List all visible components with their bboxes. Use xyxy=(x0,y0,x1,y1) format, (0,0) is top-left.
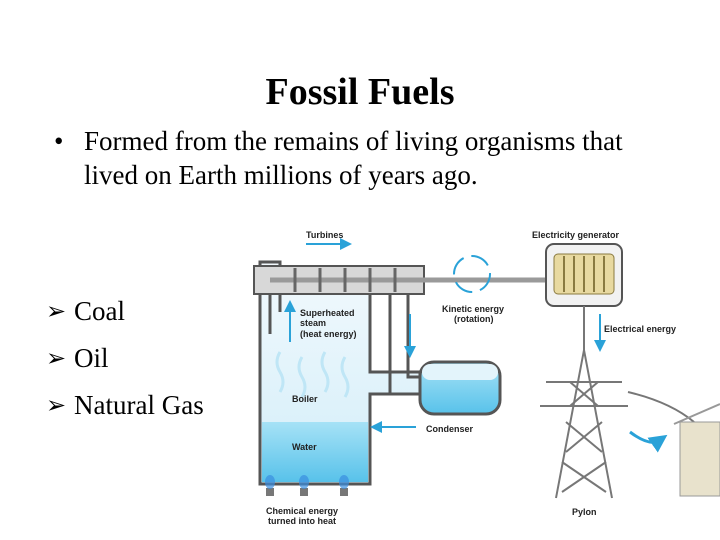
rotation-arrow xyxy=(453,255,491,293)
label-turbines: Turbines xyxy=(306,230,343,240)
power-flow-arrow xyxy=(629,430,668,453)
power-station-diagram: Turbines Electricity generator Superheat… xyxy=(253,230,720,526)
label-chemical: Chemical energy xyxy=(266,506,338,516)
steam-wisps xyxy=(275,351,350,398)
bullet-point: • Formed from the remains of living orga… xyxy=(54,124,636,192)
label-water: Water xyxy=(292,442,317,452)
fuel-list: ➢ Coal ➢ Oil ➢ Natural Gas xyxy=(46,288,204,429)
label-condenser: Condenser xyxy=(426,424,474,434)
label-steam-2: steam xyxy=(300,318,326,328)
label-generator: Electricity generator xyxy=(532,230,620,240)
label-kinetic: Kinetic energy xyxy=(442,304,504,314)
fuel-item-natural-gas: ➢ Natural Gas xyxy=(46,382,204,429)
burners xyxy=(265,475,349,496)
fuel-item-label: Natural Gas xyxy=(74,390,204,420)
power-line xyxy=(627,391,695,423)
fuel-item-label: Coal xyxy=(74,296,125,326)
slide-title: Fossil Fuels xyxy=(265,71,455,113)
arrow-bullet-icon: ➢ xyxy=(46,297,67,325)
label-steam: Superheated xyxy=(300,308,355,318)
fuel-item-oil: ➢ Oil xyxy=(46,335,204,382)
bullet-text: Formed from the remains of living organi… xyxy=(84,126,623,190)
house xyxy=(679,421,720,497)
water-tank xyxy=(262,422,368,482)
arrow-bullet-icon: ➢ xyxy=(46,344,67,372)
fuel-item-coal: ➢ Coal xyxy=(46,288,204,335)
pylon xyxy=(540,349,628,499)
label-steam-3: (heat energy) xyxy=(300,329,357,339)
label-chemical-2: turned into heat xyxy=(268,516,336,526)
label-electrical: Electrical energy xyxy=(604,324,676,334)
steam-return-pipe xyxy=(388,294,420,396)
arrow-bullet-icon: ➢ xyxy=(46,391,67,419)
fuel-item-label: Oil xyxy=(74,343,109,373)
label-boiler: Boiler xyxy=(292,394,318,404)
label-pylon: Pylon xyxy=(572,507,597,517)
bullet-dot: • xyxy=(54,126,64,156)
label-kinetic-2: (rotation) xyxy=(454,314,494,324)
turbine-blades xyxy=(293,268,397,292)
